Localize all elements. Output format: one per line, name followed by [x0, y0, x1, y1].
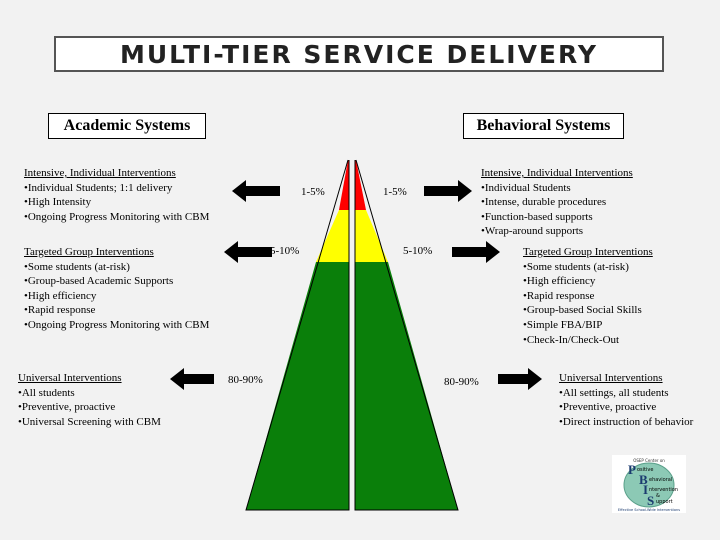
list-item: •All students	[18, 386, 75, 399]
list-item: •Intense, durable procedures	[481, 196, 607, 209]
behavioral-intensive-block: Intensive, Individual Interventions •Ind…	[481, 166, 633, 239]
logo-letter: P	[628, 462, 636, 477]
pyramid-right-outline	[354, 159, 459, 511]
academic-universal-block: Universal Interventions •All students •P…	[18, 371, 161, 429]
list-item: •High efficiency	[24, 289, 97, 302]
logo-text: ntervention	[649, 487, 678, 493]
left-arrow-universal	[170, 368, 214, 390]
logo-text: ositive	[637, 467, 653, 473]
list-item: •High Intensity	[24, 196, 92, 209]
logo-letter: I	[643, 482, 648, 497]
right-arrow-targeted	[452, 241, 500, 263]
academic-universal-title: Universal Interventions	[18, 372, 122, 384]
academic-intensive-title: Intensive, Individual Interventions	[24, 167, 176, 179]
list-item: •High efficiency	[523, 275, 596, 288]
logo-letter: B	[639, 472, 648, 487]
list-item: •Rapid response	[24, 304, 96, 317]
right-percent-universal: 80-90%	[444, 376, 479, 388]
list-item: •Individual Students; 1:1 delivery	[24, 181, 173, 194]
pbis-logo: OSEP Center on P B I S ositive ehavioral…	[612, 455, 686, 513]
left-arrow-targeted	[224, 241, 272, 263]
list-item: •Preventive, proactive	[18, 401, 116, 414]
behavioral-intensive-title: Intensive, Individual Interventions	[481, 167, 633, 179]
list-item: •Some students (at-risk)	[523, 260, 629, 273]
right-percent-intensive: 1-5%	[383, 186, 407, 198]
logo-text: OSEP Center on	[633, 458, 665, 463]
logo-text: upport	[656, 499, 673, 505]
left-tier-targeted	[316, 210, 349, 262]
list-item: •Universal Screening with CBM	[18, 415, 161, 428]
behavioral-targeted-block: Targeted Group Interventions •Some stude…	[523, 245, 653, 347]
list-item: •Wrap-around supports	[481, 225, 584, 238]
left-percent-targeted: 5-10%	[270, 245, 300, 257]
left-tier-universal	[246, 262, 349, 510]
academic-targeted-title: Targeted Group Interventions	[24, 246, 154, 258]
behavioral-targeted-title: Targeted Group Interventions	[523, 246, 653, 258]
pyramid-left-half	[246, 160, 349, 510]
pyramid-right-half	[355, 160, 458, 510]
right-percent-targeted: 5-10%	[403, 245, 433, 257]
list-item: •All settings, all students	[559, 386, 669, 399]
left-tier-intensive	[339, 160, 349, 210]
list-item: •Preventive, proactive	[559, 401, 657, 414]
list-item: •Individual Students	[481, 181, 571, 194]
right-tier-targeted	[355, 210, 388, 262]
left-arrow-intensive	[232, 180, 280, 202]
list-item: •Simple FBA/BIP	[523, 318, 603, 331]
page-title: MULTI-TIER SERVICE DELIVERY	[54, 36, 664, 72]
logo-text: ehavioral	[649, 477, 672, 483]
right-arrow-intensive	[424, 180, 472, 202]
list-item: •Function-based supports	[481, 210, 593, 223]
logo-tagline: Effective School-Wide Interventions	[618, 508, 680, 512]
logo-letter: S	[647, 493, 654, 508]
list-item: •Group-based Social Skills	[523, 304, 642, 317]
behavioral-universal-block: Universal Interventions •All settings, a…	[559, 371, 693, 429]
list-item: •Direct instruction of behavior	[559, 415, 694, 428]
right-tier-universal	[355, 262, 458, 510]
right-arrow-universal	[498, 368, 542, 390]
left-percent-intensive: 1-5%	[301, 186, 325, 198]
list-item: •Some students (at-risk)	[24, 260, 130, 273]
list-item: •Ongoing Progress Monitoring with CBM	[24, 210, 210, 223]
academic-systems-heading: Academic Systems	[48, 113, 206, 139]
list-item: •Ongoing Progress Monitoring with CBM	[24, 318, 210, 331]
behavioral-universal-title: Universal Interventions	[559, 372, 663, 384]
list-item: •Rapid response	[523, 289, 595, 302]
left-percent-universal: 80-90%	[228, 374, 263, 386]
pyramid-left-outline	[245, 159, 350, 511]
list-item: •Check-In/Check-Out	[523, 333, 620, 346]
right-tier-intensive	[355, 160, 366, 210]
behavioral-systems-heading: Behavioral Systems	[463, 113, 624, 139]
logo-text: &	[656, 493, 660, 499]
academic-targeted-block: Targeted Group Interventions •Some stude…	[24, 245, 209, 333]
academic-intensive-block: Intensive, Individual Interventions •Ind…	[24, 166, 209, 224]
pbis-logo-icon: OSEP Center on P B I S ositive ehavioral…	[618, 458, 680, 512]
list-item: •Group-based Academic Supports	[24, 275, 174, 288]
